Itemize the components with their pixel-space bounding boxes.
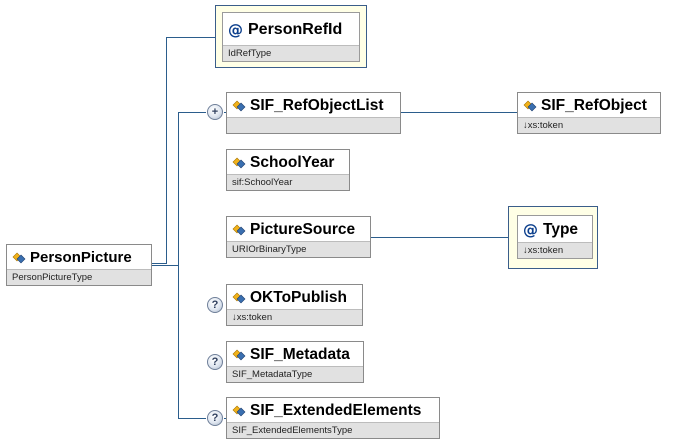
attribute-node-type[interactable]: @ Type ↓xs:token: [517, 215, 593, 259]
element-node-schoolyear[interactable]: SchoolYear sif:SchoolYear: [226, 149, 350, 191]
element-node-oktopublish[interactable]: OKToPublish ↓xs:token: [226, 284, 363, 326]
element-type: sif:SchoolYear: [227, 174, 349, 190]
element-node-sif-extendedelements[interactable]: SIF_ExtendedElements SIF_ExtendedElement…: [226, 397, 440, 439]
element-type: [227, 117, 400, 133]
element-icon: [232, 349, 246, 360]
element-icon: [12, 252, 26, 263]
root-element-node[interactable]: PersonPicture PersonPictureType: [6, 244, 152, 286]
element-name: SchoolYear: [250, 153, 335, 171]
attribute-group-frame: @ PersonRefId IdRefType: [215, 5, 367, 68]
root-element-type: PersonPictureType: [7, 269, 151, 285]
optional-badge: ?: [207, 297, 223, 313]
attribute-name: PersonRefId: [248, 20, 343, 38]
optional-badge: ?: [207, 354, 223, 370]
element-type: ↓xs:token: [518, 117, 660, 133]
element-icon: [232, 224, 246, 235]
element-icon: [232, 405, 246, 416]
element-name: SIF_Metadata: [250, 345, 350, 363]
attribute-type: IdRefType: [223, 45, 359, 61]
root-element-name: PersonPicture: [30, 249, 132, 266]
element-name: SIF_RefObject: [541, 96, 647, 114]
attribute-group-frame: @ Type ↓xs:token: [508, 206, 598, 269]
element-type: SIF_MetadataType: [227, 366, 363, 382]
element-icon: [232, 100, 246, 111]
attribute-name: Type: [543, 220, 579, 238]
expand-badge[interactable]: +: [207, 104, 223, 120]
element-icon: [232, 157, 246, 168]
attribute-type: ↓xs:token: [518, 242, 592, 258]
element-name: SIF_ExtendedElements: [250, 401, 422, 419]
element-node-picturesource[interactable]: PictureSource URIOrBinaryType: [226, 216, 371, 258]
attribute-node-personrefid[interactable]: @ PersonRefId IdRefType: [222, 12, 360, 62]
element-node-sif-refobject[interactable]: SIF_RefObject ↓xs:token: [517, 92, 661, 134]
optional-badge: ?: [207, 410, 223, 426]
element-name: PictureSource: [250, 220, 356, 238]
element-type: URIOrBinaryType: [227, 241, 370, 257]
attribute-icon: @: [228, 20, 243, 39]
element-node-sif-refobjectlist[interactable]: SIF_RefObjectList: [226, 92, 401, 134]
element-node-sif-metadata[interactable]: SIF_Metadata SIF_MetadataType: [226, 341, 364, 383]
element-name: SIF_RefObjectList: [250, 96, 384, 114]
element-name: OKToPublish: [250, 288, 348, 306]
element-icon: [523, 100, 537, 111]
attribute-icon: @: [523, 220, 538, 239]
element-type: ↓xs:token: [227, 309, 362, 325]
element-icon: [232, 292, 246, 303]
element-type: SIF_ExtendedElementsType: [227, 422, 439, 438]
